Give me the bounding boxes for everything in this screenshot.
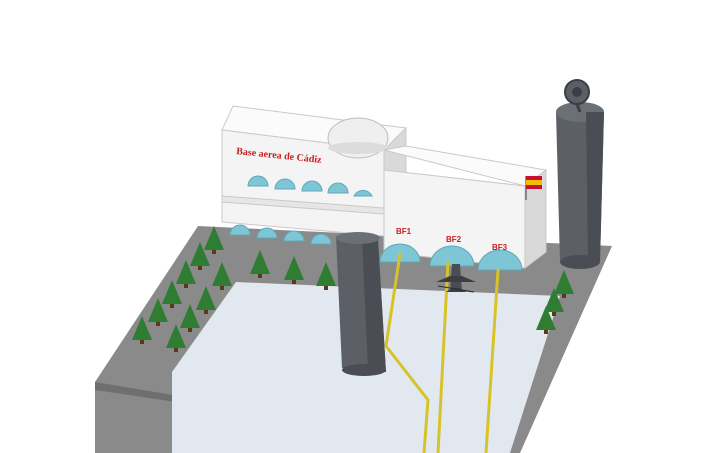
pine-tree-icon	[180, 304, 200, 332]
observatory-dome-base	[328, 142, 388, 154]
spain-flag-icon	[525, 176, 542, 200]
hangar-label-3: BF3	[492, 243, 508, 252]
pine-tree-icon	[544, 288, 564, 316]
pine-tree-icon	[250, 250, 270, 278]
pine-tree-icon	[554, 270, 574, 298]
pine-tree-icon	[132, 316, 152, 344]
pine-trees	[132, 226, 574, 352]
pine-tree-icon	[196, 286, 216, 314]
hangar-doors	[379, 243, 523, 271]
pine-tree-icon	[536, 306, 556, 334]
pine-tree-icon	[284, 256, 304, 284]
hangar-label-1: BF1	[396, 227, 412, 236]
hangar-labels: BF1 BF2 BF3	[396, 227, 508, 252]
pine-tree-icon	[212, 262, 232, 290]
pine-tree-icon	[166, 324, 186, 352]
hangar-label-2: BF2	[446, 235, 462, 244]
lower-windows	[229, 224, 332, 245]
pine-tree-icon	[162, 280, 182, 308]
radar-dish-icon	[564, 79, 590, 113]
hangar-side	[524, 168, 547, 270]
pine-tree-icon	[148, 298, 168, 326]
central-column	[336, 232, 386, 376]
pine-tree-icon	[190, 242, 210, 270]
pine-tree-icon	[176, 260, 196, 288]
pine-tree-icon	[316, 262, 336, 290]
upper-windows	[247, 175, 373, 197]
radar-tower	[556, 102, 604, 269]
pine-tree-icon	[204, 226, 224, 254]
taxi-lines	[384, 252, 500, 453]
fighter-jet-icon	[436, 264, 476, 293]
